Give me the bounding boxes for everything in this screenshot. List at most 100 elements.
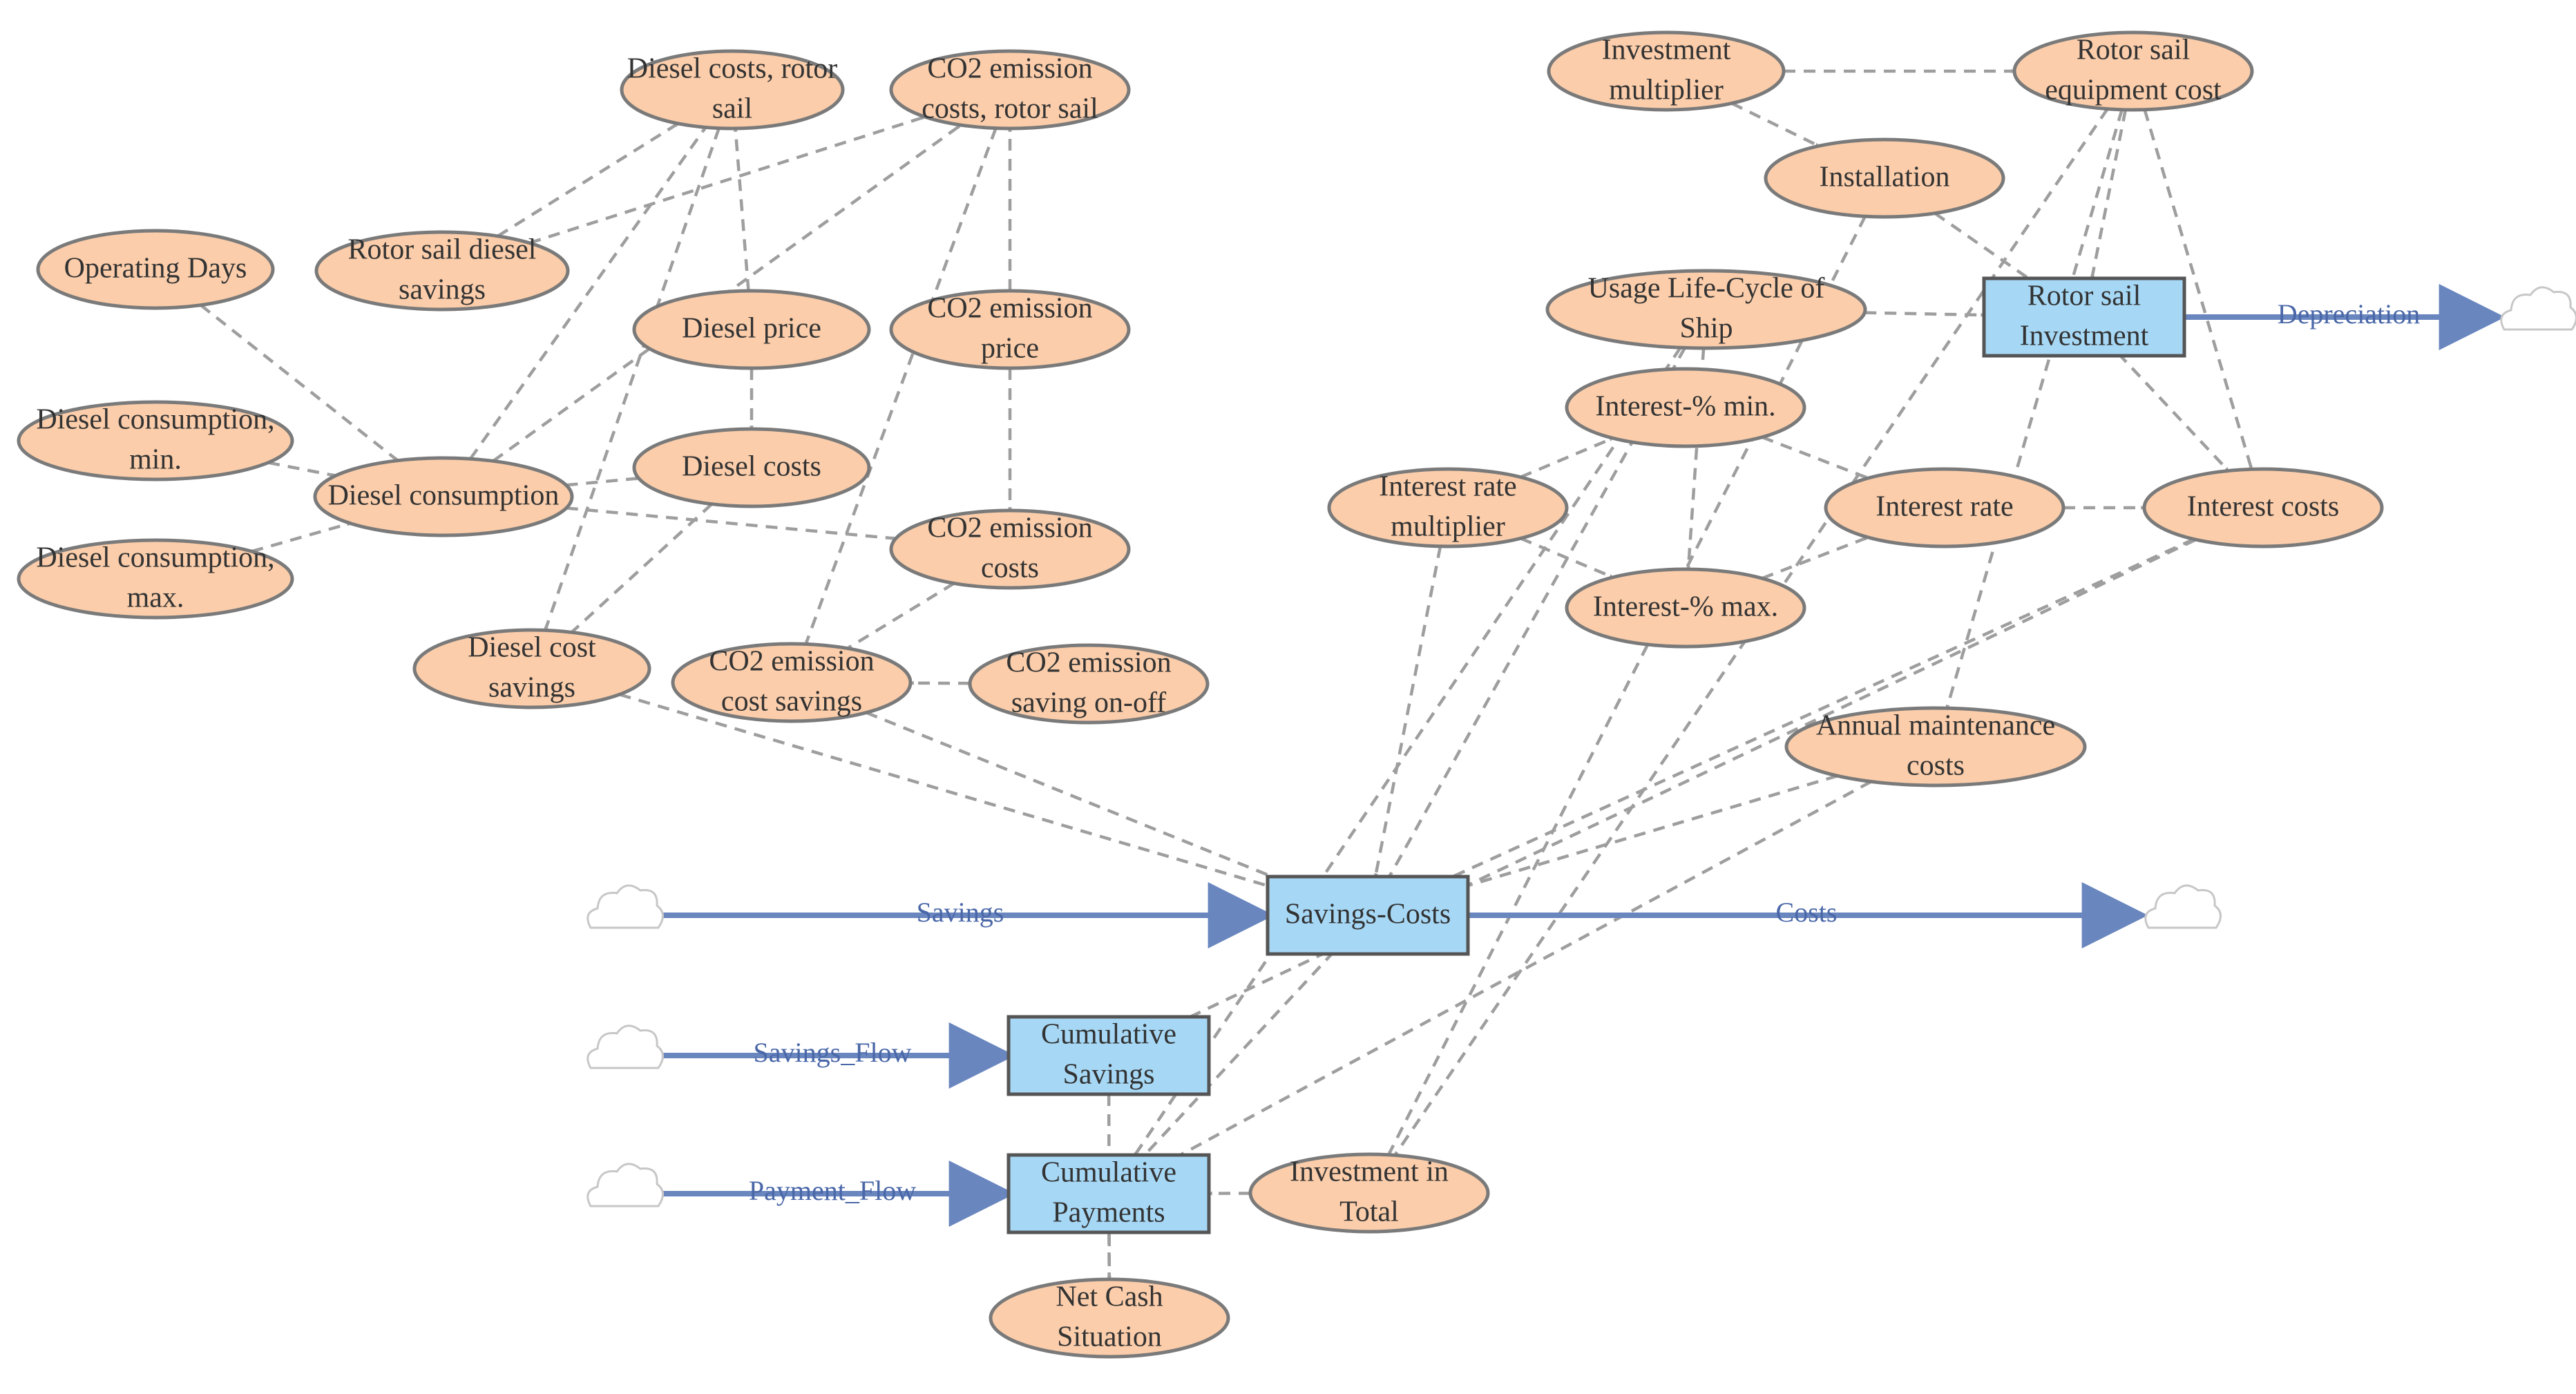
variable-investment-multiplier-label: multiplier bbox=[1609, 75, 1724, 106]
variable-ellipse bbox=[1565, 367, 1806, 448]
flow-label-costs: Costs bbox=[1776, 897, 1838, 928]
cloud-icon bbox=[586, 1163, 664, 1207]
stock-cumulative-savings-label: Cumulative bbox=[1041, 1019, 1176, 1051]
variable-ellipse bbox=[36, 229, 275, 310]
variable-diesel-cost-savings[interactable]: Diesel cost savings bbox=[412, 628, 651, 709]
stock-savings-costs[interactable]: Savings-Costs bbox=[1266, 875, 1470, 956]
variable-diesel-consumption[interactable]: Diesel consumption bbox=[313, 456, 574, 537]
variable-diesel-cost-savings-label: Diesel cost bbox=[468, 632, 596, 664]
variable-ellipse bbox=[1565, 567, 1806, 649]
variable-ellipse bbox=[1327, 467, 1569, 548]
variable-interest-costs-label: Interest costs bbox=[2187, 491, 2339, 523]
cloud-icon bbox=[586, 884, 664, 929]
stock-cumulative-savings-label: Savings bbox=[1062, 1059, 1154, 1091]
variable-interest-max[interactable]: Interest-% max. bbox=[1565, 567, 1806, 649]
variable-rotor-sail-diesel-savings[interactable]: Rotor sail diesel savings bbox=[314, 230, 570, 312]
variable-diesel-consumption-max[interactable]: Diesel consumption,max. bbox=[17, 538, 294, 620]
variable-ellipse bbox=[17, 538, 294, 620]
causal-link bbox=[566, 476, 640, 487]
causal-link bbox=[2117, 352, 2230, 472]
variable-co2-price[interactable]: CO2 emission price bbox=[889, 289, 1131, 370]
causal-link bbox=[1446, 774, 1838, 894]
variable-interest-costs[interactable]: Interest costs bbox=[2142, 467, 2384, 548]
variable-ellipse bbox=[632, 427, 871, 508]
variable-operating-days[interactable]: Operating Days bbox=[36, 229, 275, 310]
flow-label-depreciation: Depreciation bbox=[2278, 298, 2421, 330]
variable-ellipse bbox=[671, 642, 913, 723]
causal-link bbox=[733, 127, 750, 292]
variable-investment-total[interactable]: Investment in Total bbox=[1248, 1152, 1490, 1234]
causal-link bbox=[1132, 346, 1682, 1158]
variable-ellipse bbox=[1764, 137, 2005, 219]
variable-co2-price-label: price bbox=[981, 333, 1039, 365]
variable-interest-rate-multiplier-label: multiplier bbox=[1391, 511, 1505, 543]
variable-ellipse bbox=[2142, 467, 2384, 548]
variable-co2-cost-savings-label: cost savings bbox=[721, 686, 862, 718]
variable-ellipse bbox=[1545, 269, 1867, 350]
variable-co2-costs-rotor-sail[interactable]: CO2 emission costs, rotor sail bbox=[889, 49, 1131, 131]
causal-link bbox=[1387, 216, 1867, 1156]
variable-ellipse bbox=[412, 628, 651, 709]
causal-link bbox=[804, 127, 998, 645]
causal-link bbox=[469, 126, 707, 460]
stock-savings-costs-label: Savings-Costs bbox=[1285, 899, 1451, 930]
variable-diesel-costs[interactable]: Diesel costs bbox=[632, 427, 871, 508]
causal-link bbox=[1373, 546, 1442, 878]
flow-label-savings-flow: Savings_Flow bbox=[754, 1037, 912, 1068]
variable-interest-max-label: Interest-% max. bbox=[1593, 591, 1778, 623]
variable-rotor-sail-diesel-savings-label: Rotor sail diesel bbox=[348, 234, 537, 266]
variable-ellipse bbox=[989, 1277, 1230, 1359]
variable-diesel-cost-savings-label: savings bbox=[488, 672, 575, 704]
variable-ellipse bbox=[2012, 30, 2254, 112]
flow-label-savings: Savings bbox=[917, 897, 1004, 928]
variable-investment-total-label: Investment in bbox=[1290, 1156, 1449, 1188]
variable-co2-costs-rotor-sail-label: CO2 emission bbox=[927, 53, 1092, 85]
variable-rotor-sail-diesel-savings-label: savings bbox=[399, 274, 486, 306]
variable-investment-multiplier[interactable]: Investment multiplier bbox=[1547, 30, 1786, 112]
variable-ellipse bbox=[1824, 467, 2065, 548]
variable-ellipse bbox=[1784, 706, 2087, 787]
stock-box bbox=[1982, 276, 2186, 358]
causal-link bbox=[267, 461, 336, 477]
variable-annual-maintenance-label: Annual maintenance bbox=[1816, 710, 2055, 742]
variable-diesel-price-label: Diesel price bbox=[682, 313, 821, 345]
cloud-icon bbox=[2500, 286, 2576, 331]
cloud-icon bbox=[586, 1024, 664, 1069]
causal-link bbox=[251, 522, 352, 553]
variable-diesel-consumption-label: Diesel consumption bbox=[328, 480, 560, 512]
variable-diesel-price[interactable]: Diesel price bbox=[632, 289, 871, 370]
variable-interest-min[interactable]: Interest-% min. bbox=[1565, 367, 1806, 448]
stock-cumulative-payments-label: Payments bbox=[1052, 1197, 1165, 1229]
variable-diesel-consumption-min-label: min. bbox=[129, 444, 182, 476]
variable-interest-rate[interactable]: Interest rate bbox=[1824, 467, 2065, 548]
causal-link bbox=[1934, 211, 2036, 285]
variable-installation[interactable]: Installation bbox=[1764, 137, 2005, 219]
variable-co2-costs-rotor-sail-label: costs, rotor sail bbox=[922, 93, 1098, 125]
variable-co2-price-label: CO2 emission bbox=[927, 293, 1092, 325]
variable-diesel-consumption-min[interactable]: Diesel consumption,min. bbox=[17, 400, 294, 481]
variable-investment-multiplier-label: Investment bbox=[1602, 35, 1731, 66]
variable-net-cash-label: Net Cash bbox=[1056, 1281, 1163, 1313]
variable-ellipse bbox=[1547, 30, 1786, 112]
variable-rotor-sail-equipment-cost-label: Rotor sail bbox=[2077, 35, 2191, 66]
variable-usage-life-cycle-label: Ship bbox=[1679, 313, 1733, 345]
variable-ellipse bbox=[314, 230, 570, 312]
causal-link bbox=[544, 127, 721, 631]
variable-investment-total-label: Total bbox=[1339, 1196, 1399, 1228]
causal-link bbox=[618, 693, 1289, 894]
